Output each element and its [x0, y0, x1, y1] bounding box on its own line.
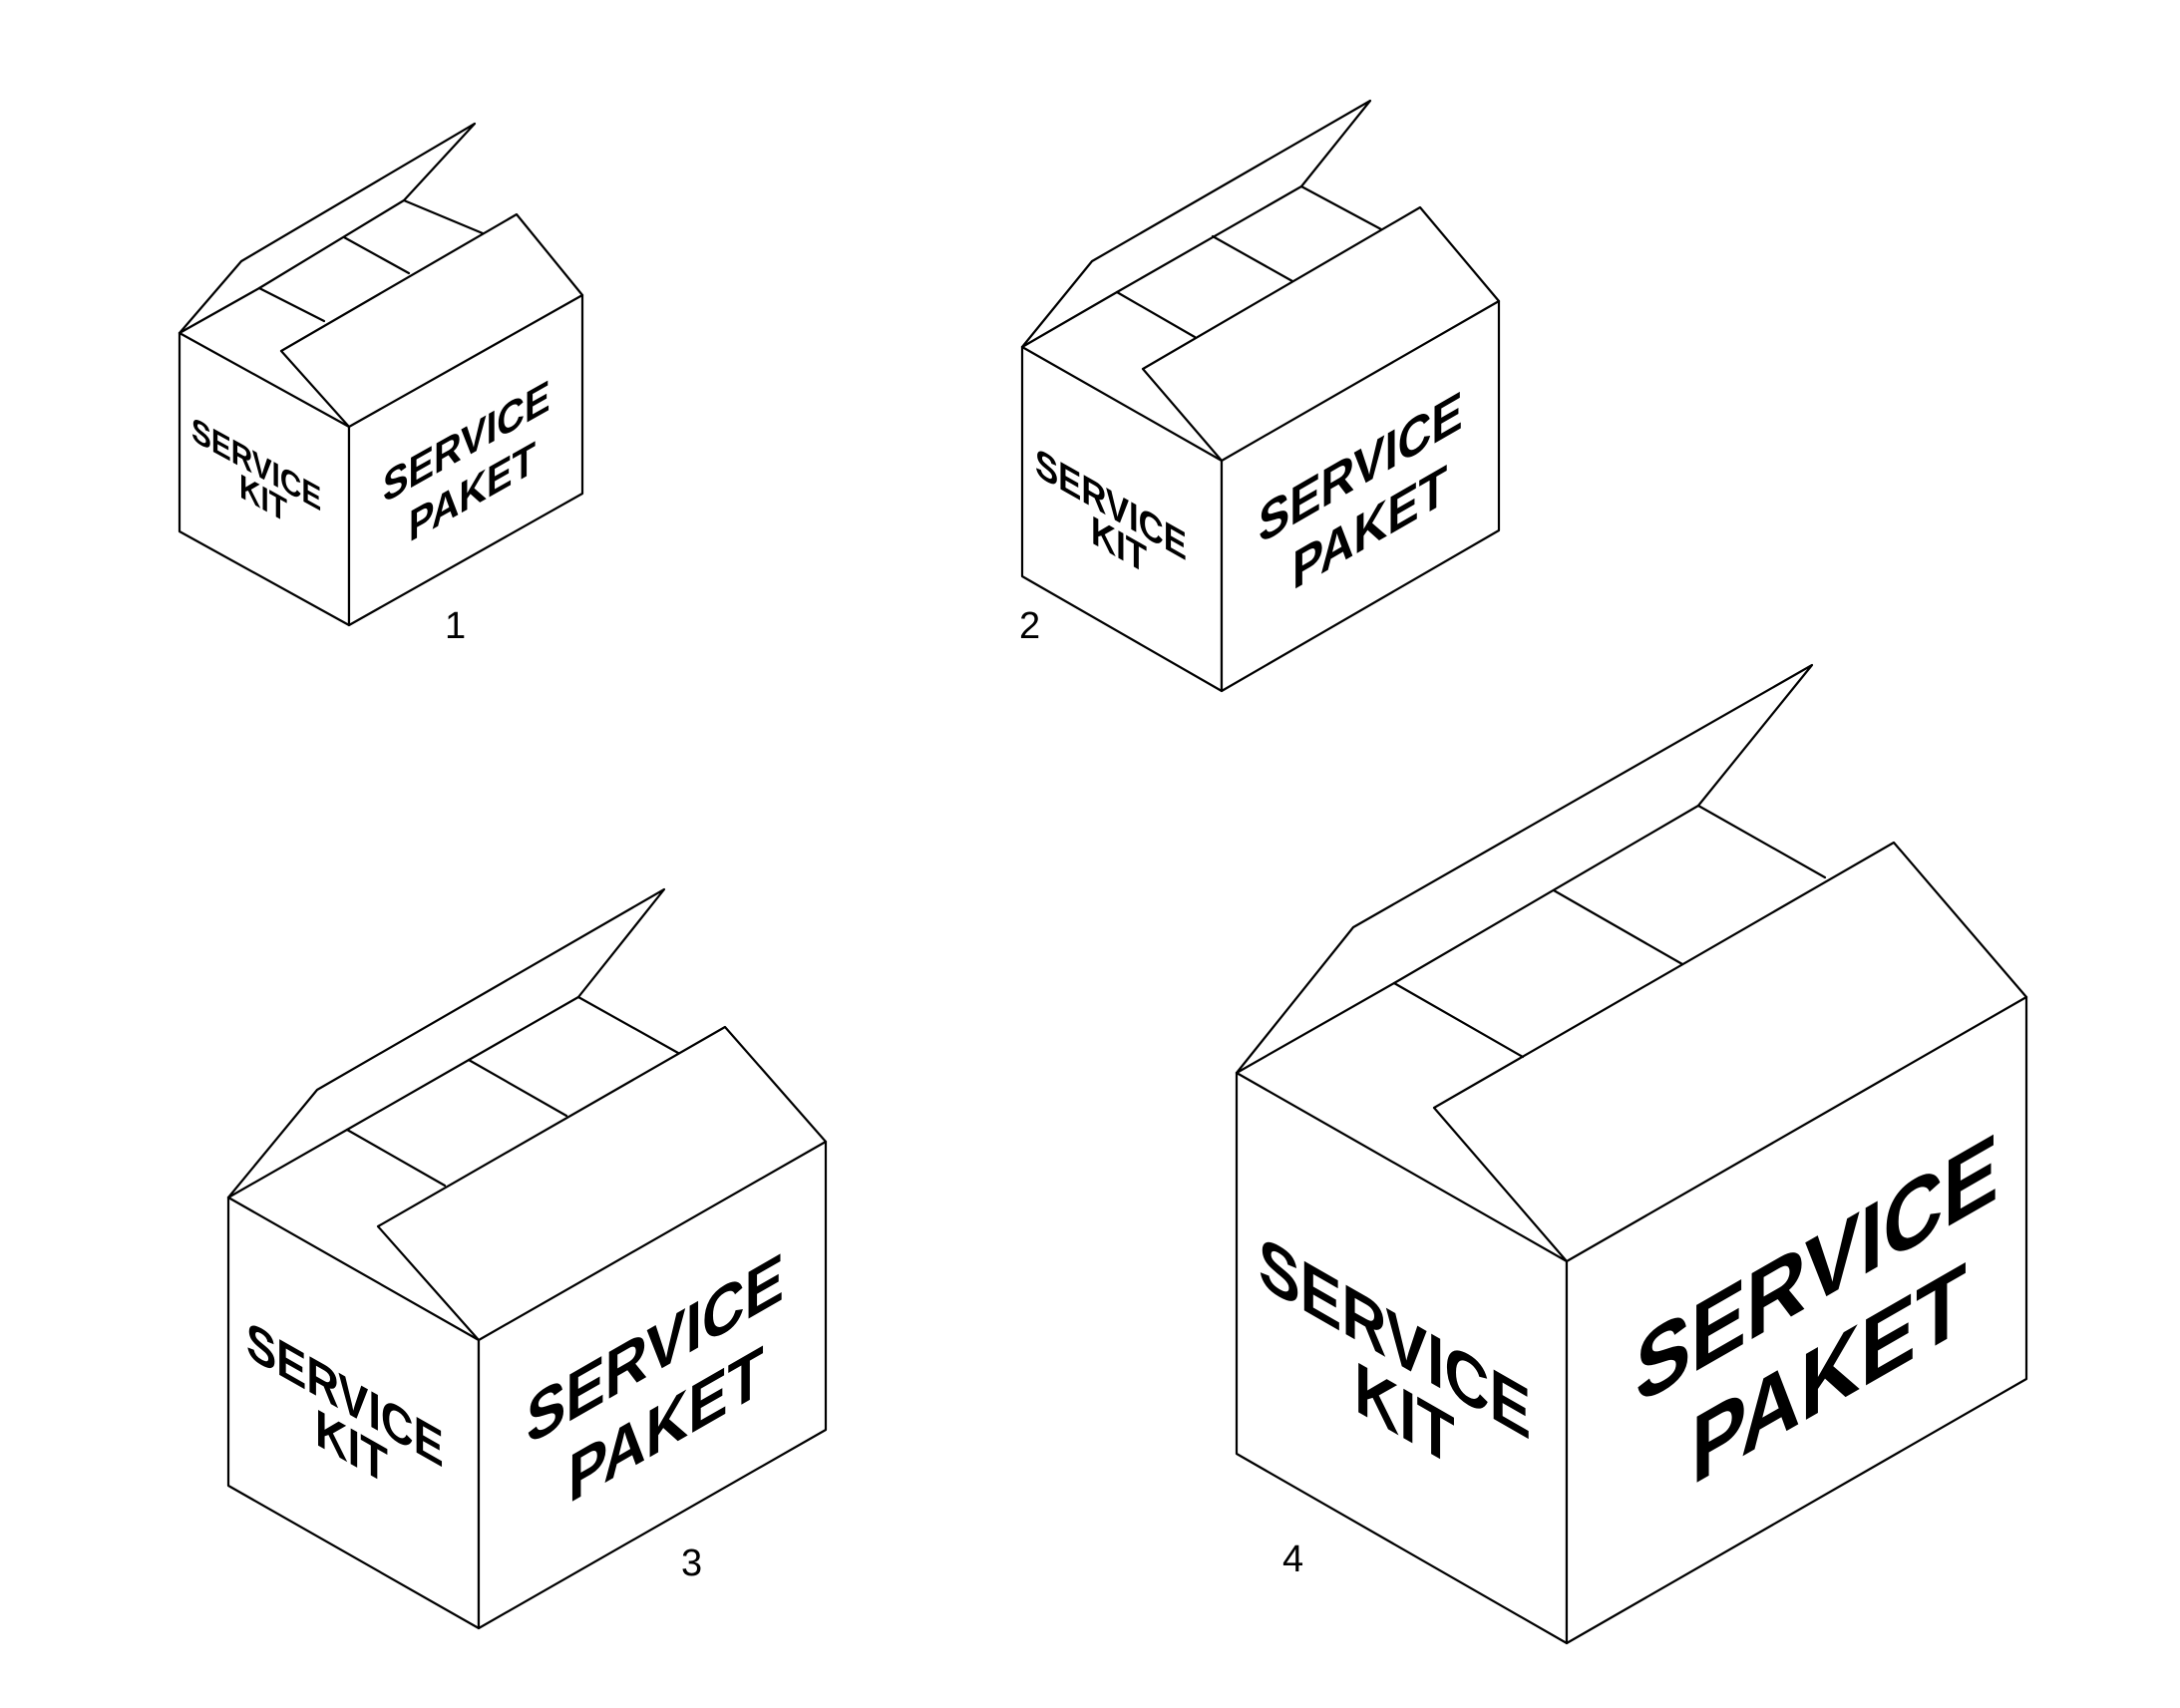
- box-4-front-flap: [1432, 841, 2028, 1263]
- box-2: SERVICE KIT SERVICE PAKET 2: [1019, 99, 1501, 693]
- box-1-number: 1: [445, 605, 466, 647]
- box-3-front-flap: [376, 1025, 828, 1342]
- box-4-back-flap: [1235, 663, 1814, 1075]
- box-2-back-flap: [1020, 99, 1372, 349]
- box-4-number: 4: [1282, 1538, 1303, 1580]
- box-1-seam-left: [257, 286, 326, 323]
- box-3-number: 3: [681, 1542, 702, 1584]
- box-2-top-rim: [1020, 184, 1383, 349]
- box-1: SERVICE KIT SERVICE PAKET 1: [178, 122, 584, 647]
- box-1-front-flap: [279, 212, 584, 429]
- box-3-seam-left: [345, 1128, 447, 1188]
- box-3-front-face: [477, 1140, 828, 1630]
- box-2-number: 2: [1019, 605, 1040, 647]
- box-3-top-rim: [226, 995, 680, 1199]
- box-4-top-rim: [1235, 804, 1827, 1075]
- box-3-seam-right: [467, 1058, 568, 1118]
- box-4-seam-left: [1392, 981, 1525, 1059]
- box-2-seam-right: [1211, 234, 1294, 283]
- box-2-seam-left: [1115, 290, 1197, 339]
- box-4-front-face: [1565, 995, 2028, 1645]
- box-4: SERVICE KIT SERVICE PAKET 4: [1235, 663, 2028, 1645]
- box-2-front-flap: [1141, 205, 1501, 463]
- box-1-seam-right: [342, 235, 411, 275]
- box-2-front-face: [1220, 299, 1501, 693]
- box-1-back-flap: [178, 122, 477, 335]
- box-4-seam-right: [1552, 888, 1684, 966]
- box-1-top-rim: [178, 198, 485, 335]
- box-3: SERVICE KIT SERVICE PAKET 3: [226, 887, 828, 1630]
- box-3-back-flap: [226, 887, 666, 1199]
- box-1-front-face: [347, 293, 584, 627]
